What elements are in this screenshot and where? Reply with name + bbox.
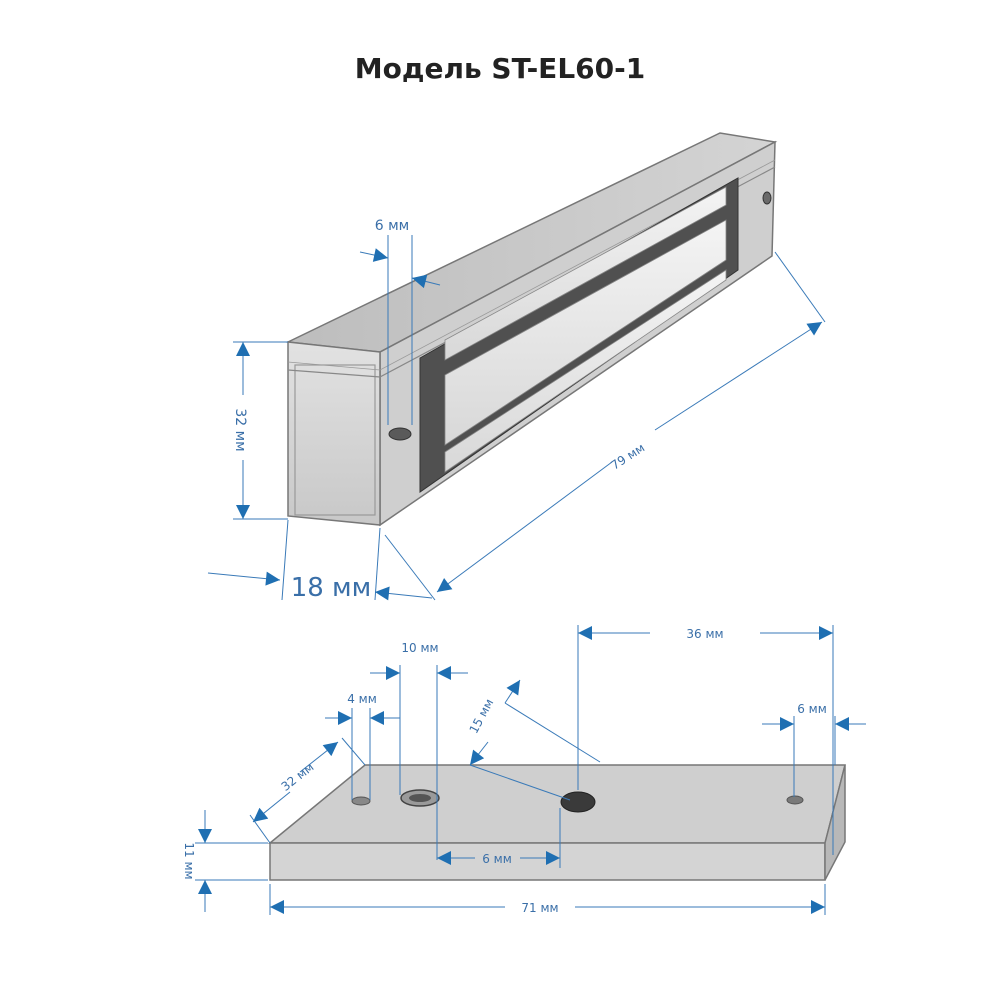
plate-dimension-lines xyxy=(195,625,866,915)
plate-small-hole-label: 4 мм xyxy=(347,692,377,706)
plate-hole-distance-label: 36 мм xyxy=(686,627,723,641)
plate-center-hole-label: 15 мм xyxy=(467,696,497,735)
plate-bottom-offset-label: 6 мм xyxy=(482,852,512,866)
plate-slot-width-label: 10 мм xyxy=(401,641,438,655)
armature-plate xyxy=(267,764,846,881)
plate-thickness-label: 11 мм xyxy=(182,842,196,879)
page-title: Модель ST-EL60-1 xyxy=(354,52,646,85)
plate-depth-label: 32 мм xyxy=(279,760,317,794)
magnet-dimension-lines xyxy=(207,235,826,601)
magnet-height-label: 32 мм xyxy=(232,408,248,451)
plate-length-label: 71 мм xyxy=(521,901,558,915)
plate-right-hole-label: 6 мм xyxy=(797,702,827,716)
magnet-length-label: 79 мм xyxy=(608,441,647,473)
magnet-depth-label: 18 мм xyxy=(291,573,372,603)
magnet-hole-label: 6 мм xyxy=(375,218,409,234)
magnet-body xyxy=(285,132,778,527)
